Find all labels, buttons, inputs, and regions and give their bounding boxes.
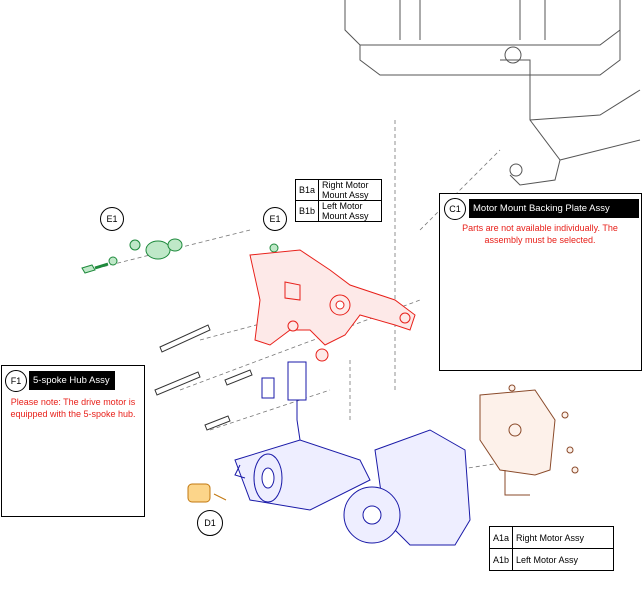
callout-f1: F1 [5,370,27,392]
backing-plate-panel: C1 Motor Mount Backing Plate Assy Parts … [439,193,642,371]
drive-motor-assembly [234,429,471,546]
chair-frame [344,0,641,186]
motor-mount-assembly [249,249,416,362]
callout-e1-right: E1 [263,207,287,231]
hub-panel: F1 5-spoke Hub Assy Please note: The dri… [1,365,145,517]
table-row: A1a Right Motor Assy [488,526,615,549]
backing-plate-note: Parts are not available individually. Th… [462,223,618,245]
backing-plate-title: Motor Mount Backing Plate Assy [469,199,639,218]
motor-mount-table: B1a Right Motor Mount Assy B1b Left Moto… [294,179,383,222]
d1-clamp [187,483,227,503]
part-description: Right Motor Assy [512,526,615,549]
mount-bolts [154,324,253,431]
part-code: A1a [488,526,514,549]
motor-table: A1a Right Motor Assy A1b Left Motor Assy [488,526,615,571]
part-description: Left Motor Assy [512,548,615,571]
part-code: B1a [294,179,320,201]
callout-d1: D1 [197,510,223,536]
table-row: B1a Right Motor Mount Assy [294,179,383,201]
part-description: Right Motor Mount Assy [318,179,383,201]
e1-hardware [81,238,279,274]
part-code: B1b [294,200,320,222]
callout-e1-left: E1 [100,207,124,231]
harness-connector [261,361,307,441]
part-description: Left Motor Mount Assy [318,200,383,222]
table-row: B1b Left Motor Mount Assy [294,200,383,222]
table-row: A1b Left Motor Assy [488,548,615,571]
part-code: A1b [488,548,514,571]
hub-title: 5-spoke Hub Assy [29,371,115,390]
backing-plate [479,384,579,496]
hub-note: Please note: The drive motor is equipped… [10,397,136,419]
callout-c1: C1 [444,198,466,220]
